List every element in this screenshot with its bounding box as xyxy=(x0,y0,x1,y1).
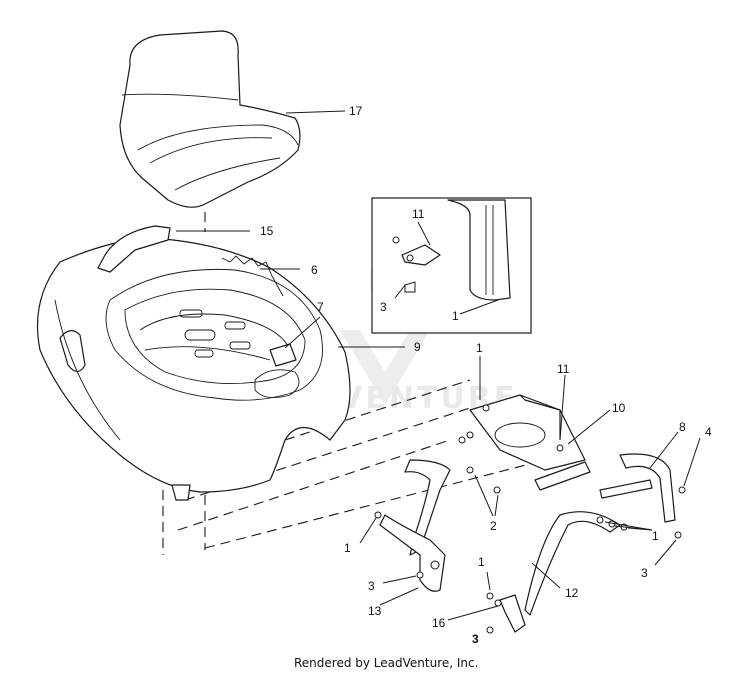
callout-1-inset: 1 xyxy=(452,309,459,323)
callout-3-left: 3 xyxy=(368,579,375,593)
callout-16: 16 xyxy=(432,616,446,630)
inset-detail xyxy=(371,197,532,334)
callout-6: 6 xyxy=(311,263,318,277)
callout-2: 2 xyxy=(490,519,497,533)
handle-part xyxy=(97,225,171,273)
callout-4: 4 xyxy=(705,425,712,439)
callout-17: 17 xyxy=(349,104,363,118)
callout-1-top: 1 xyxy=(476,341,483,355)
leader-lines xyxy=(176,110,701,621)
rear-assembly xyxy=(379,394,676,633)
callout-11-inset: 11 xyxy=(412,207,425,221)
callout-1-left: 1 xyxy=(344,541,351,555)
callout-3-right: 3 xyxy=(641,566,648,580)
callout-1-right: 1 xyxy=(652,529,659,543)
callout-15: 15 xyxy=(260,224,274,238)
callout-1-bottom: 1 xyxy=(478,555,485,569)
footer-credit: Rendered by LeadVenture, Inc. xyxy=(294,656,478,670)
callout-7: 7 xyxy=(317,300,324,314)
wire-part xyxy=(221,255,284,297)
callout-8: 8 xyxy=(679,420,686,434)
fender-pan-part xyxy=(36,237,351,501)
callout-10: 10 xyxy=(612,401,626,415)
callout-3-bottom: 3 xyxy=(472,632,479,646)
callout-12: 12 xyxy=(565,586,579,600)
seat-part xyxy=(119,30,301,208)
callout-3-inset: 3 xyxy=(380,300,387,314)
callout-9: 9 xyxy=(414,340,421,354)
callouts: 17 15 6 7 9 11 3 1 1 11 10 8 4 2 1 3 1 3… xyxy=(260,104,712,646)
callout-11: 11 xyxy=(557,362,570,376)
callout-13: 13 xyxy=(368,604,382,618)
hardware xyxy=(374,404,686,634)
knob-part xyxy=(269,343,297,367)
